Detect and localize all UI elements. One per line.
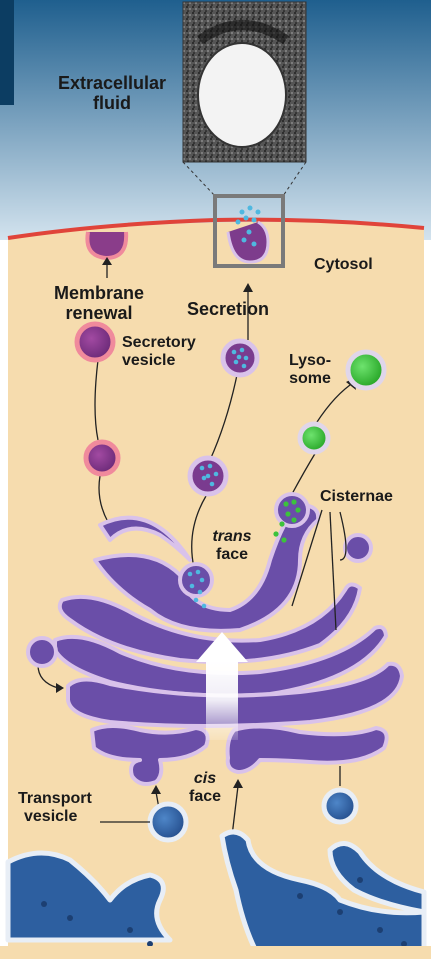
- transport-vesicle-label: Transport vesicle: [18, 790, 92, 825]
- golgi-stack: [53, 503, 404, 786]
- membrane-renewal-label: Membrane renewal: [53, 283, 145, 323]
- secretion-label: Secretion: [187, 299, 270, 319]
- lysosome-label: Lyso- some: [288, 352, 332, 387]
- cytosol-label: Cytosol: [314, 256, 373, 273]
- up-arrow: [196, 632, 248, 740]
- secretory-vesicle-label: Secretory vesicle: [122, 334, 196, 369]
- extracellular-fluid-label: Extracellular fluid: [57, 73, 167, 113]
- trans-face-label: trans face: [212, 528, 252, 563]
- endoplasmic-reticulum: [5, 829, 427, 959]
- micrograph-inset: [182, 1, 307, 197]
- secretory-vesicles: [74, 321, 121, 477]
- cisternae-label: Cisternae: [320, 488, 393, 505]
- cytosol-region: [8, 221, 424, 959]
- secretion-highlight-box: [213, 194, 285, 268]
- cis-face-label: cis face: [188, 770, 222, 805]
- membrane-renewal-pit: [85, 231, 129, 261]
